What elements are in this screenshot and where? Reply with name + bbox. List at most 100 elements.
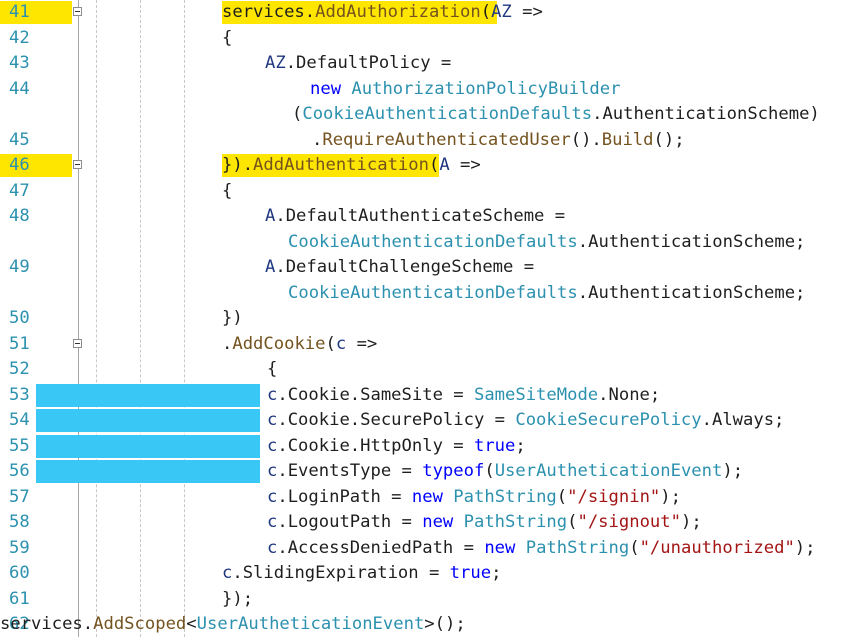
code-token: (: [629, 537, 640, 558]
code-token: RequireAuthenticatedUser: [322, 129, 571, 150]
line-highlight: [0, 1, 72, 24]
code-line[interactable]: 61});: [0, 587, 852, 613]
code-token: );: [794, 537, 816, 558]
code-line[interactable]: (CookieAuthenticationDefaults.Authentica…: [0, 102, 852, 128]
line-number: 60: [9, 563, 30, 583]
line-number: 47: [9, 180, 30, 201]
code-line[interactable]: 45.RequireAuthenticatedUser().Build();: [0, 128, 852, 154]
code-token: );: [722, 461, 744, 481]
code-token: AddCookie: [232, 333, 326, 354]
code-text: (CookieAuthenticationDefaults.Authentica…: [292, 102, 820, 128]
code-token: true: [449, 563, 492, 583]
code-text: {: [222, 179, 232, 205]
code-token: UserAutheticationEvent: [494, 461, 723, 481]
code-text: A.DefaultAuthenticateScheme =: [265, 204, 565, 230]
collapse-icon[interactable]: [73, 338, 82, 348]
collapse-icon[interactable]: [73, 7, 82, 16]
line-number: 44: [9, 78, 30, 99]
code-token: .LoginPath =: [277, 486, 412, 507]
code-text: {: [267, 357, 277, 383]
code-token: .AuthenticationScheme;: [577, 282, 806, 303]
code-token: new: [310, 78, 352, 99]
line-number: 48: [9, 206, 30, 226]
line-highlight: [0, 154, 72, 177]
line-number: 56: [9, 461, 30, 481]
code-line[interactable]: 48 A.DefaultAuthenticateScheme =: [0, 204, 852, 230]
code-token: .AuthenticationScheme): [592, 104, 820, 124]
code-token: UserAutheticationEvent: [196, 614, 425, 634]
code-line[interactable]: 42{: [0, 26, 852, 52]
code-line[interactable]: 58 c.LogoutPath = new PathString("/signou…: [0, 510, 852, 536]
code-text: c.LogoutPath = new PathString("/signout"…: [267, 510, 702, 536]
line-number: 58: [9, 512, 30, 532]
code-highlight: [222, 1, 497, 24]
code-token: );: [680, 512, 702, 532]
line-number: 61: [9, 588, 30, 609]
code-token: .: [222, 333, 233, 354]
code-token: .DefaultChallengeScheme =: [275, 257, 535, 277]
code-token: (: [480, 2, 492, 22]
code-token: =>: [449, 155, 481, 175]
code-text: c.EventsType = typeof(UserAutheticationE…: [267, 459, 743, 485]
code-token: AddAuthorization: [315, 2, 481, 22]
code-token: CookieSecurePolicy: [515, 410, 702, 430]
code-token: ();: [653, 129, 685, 150]
code-token: }).: [222, 155, 254, 175]
code-text: }): [222, 306, 243, 332]
line-number: 54: [9, 410, 30, 430]
code-token: A: [265, 206, 276, 226]
code-text: c.Cookie.HttpOnly = true;: [267, 434, 526, 460]
code-line[interactable]: CookieAuthenticationDefaults.Authenticat…: [0, 281, 852, 307]
code-token: .: [312, 129, 323, 150]
code-line[interactable]: 47 {: [0, 179, 852, 205]
code-text: c.AccessDeniedPath = new PathString("/un…: [267, 536, 816, 562]
code-token: <: [186, 614, 197, 634]
collapse-icon[interactable]: [73, 160, 82, 169]
line-number: 43: [9, 53, 30, 73]
code-token: "/signin": [567, 486, 661, 507]
code-token: "/unauthorized": [639, 537, 795, 558]
code-token: PathString: [525, 537, 630, 558]
code-line[interactable]: 54 c.Cookie.SecurePolicy = CookieSecurePo…: [0, 408, 852, 434]
code-line[interactable]: 46}).AddAuthentication(A =>: [0, 153, 852, 179]
code-text: c.LoginPath = new PathString("/signin");: [267, 485, 681, 511]
code-line[interactable]: 50}): [0, 306, 852, 332]
code-token: .AccessDeniedPath =: [277, 537, 485, 558]
code-token: >();: [424, 614, 466, 634]
code-token: CookieAuthenticationDefaults: [288, 282, 578, 303]
code-token: c: [267, 461, 278, 481]
code-token: typeof: [422, 461, 485, 481]
code-token: c: [267, 537, 278, 558]
code-text: c.Cookie.SameSite = SameSiteMode.None;: [267, 383, 660, 409]
code-text: c.Cookie.SecurePolicy = CookieSecurePoli…: [267, 408, 784, 434]
code-line[interactable]: 52{: [0, 357, 852, 383]
code-token: .None;: [598, 384, 661, 405]
code-token: c: [267, 512, 278, 532]
code-text: CookieAuthenticationDefaults.Authenticat…: [288, 281, 805, 307]
indent-guide: [140, 0, 141, 637]
code-token: new: [411, 486, 454, 507]
selection-highlight: [36, 383, 260, 407]
code-token: c: [267, 410, 278, 430]
code-line[interactable]: 51.AddCookie(c =>: [0, 332, 852, 358]
code-token: c: [267, 486, 278, 507]
code-token: services.: [0, 614, 94, 634]
code-line[interactable]: 56 c.EventsType = typeof(UserAutheticatio…: [0, 459, 852, 485]
code-text: CookieAuthenticationDefaults.Authenticat…: [288, 230, 805, 256]
code-line[interactable]: CookieAuthenticationDefaults.Authenticat…: [0, 230, 852, 256]
code-token: c: [267, 435, 278, 456]
code-token: (: [484, 461, 495, 481]
code-text: });: [222, 587, 253, 613]
code-token: Build: [601, 129, 654, 150]
